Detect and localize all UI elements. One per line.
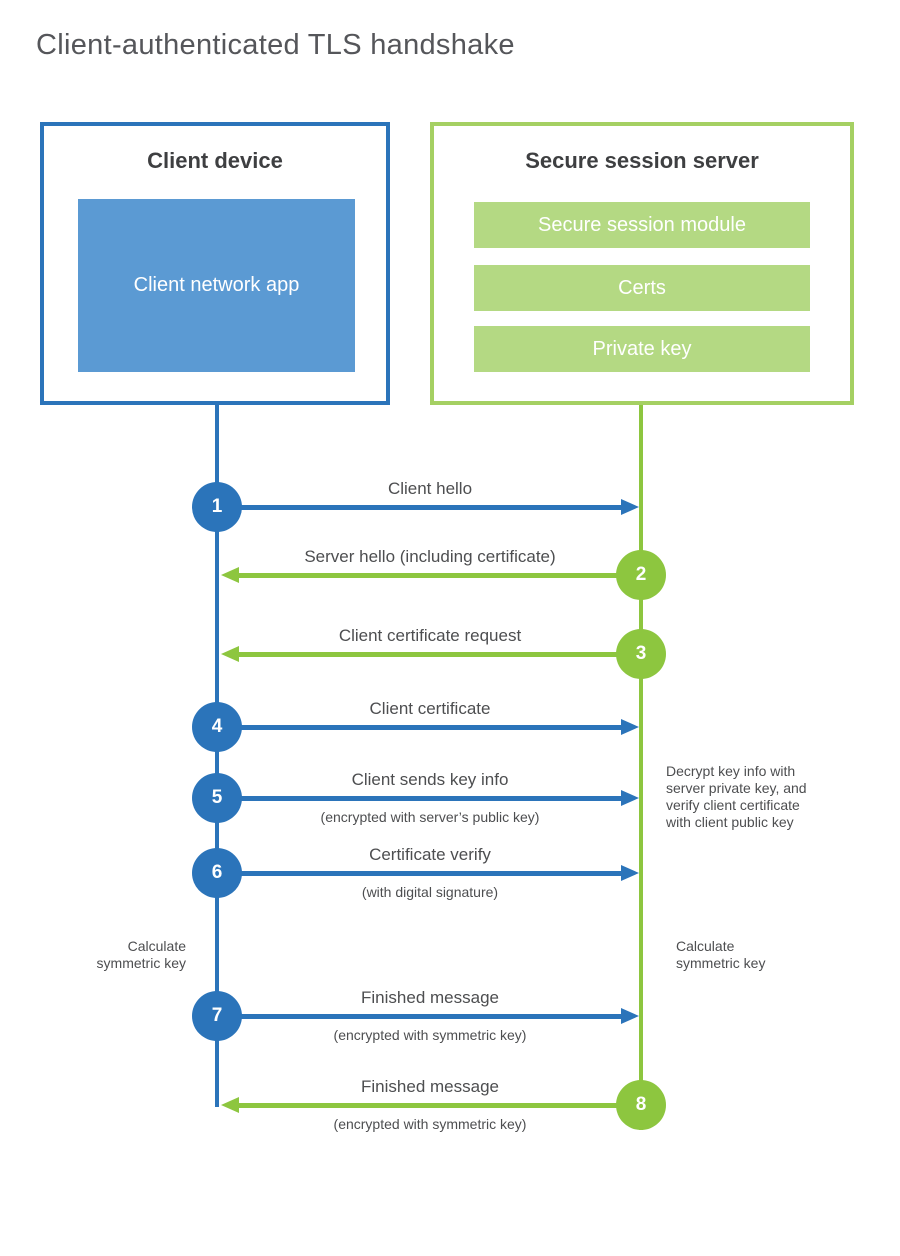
step-circle-2: 2 <box>616 550 666 600</box>
message-sublabel-5: (encrypted with server’s public key) <box>320 809 540 825</box>
step-circle-8: 8 <box>616 1080 666 1130</box>
server-decrypt-note: Decrypt key info with server private key… <box>666 763 807 830</box>
message-label-3: Client certificate request <box>338 626 522 645</box>
arrow-4-head <box>621 719 639 735</box>
arrow-2-shaft <box>239 573 618 578</box>
arrow-7-head <box>621 1008 639 1024</box>
client-device-heading: Client device <box>147 148 283 173</box>
arrow-3-shaft <box>239 652 618 657</box>
step-circle-5: 5 <box>192 773 242 823</box>
client-network-app-box: Client network app <box>78 199 355 372</box>
arrow-1-head <box>621 499 639 515</box>
arrow-8-shaft <box>239 1103 618 1108</box>
server-module-secure-session: Secure session module <box>474 202 810 248</box>
arrow-6-head <box>621 865 639 881</box>
message-label-7: Finished message <box>361 988 499 1007</box>
step-circle-6: 6 <box>192 848 242 898</box>
arrow-4-shaft <box>240 725 621 730</box>
message-label-8: Finished message <box>361 1077 499 1096</box>
message-sublabel-8: (encrypted with symmetric key) <box>333 1116 527 1132</box>
step-circle-3: 3 <box>616 629 666 679</box>
arrow-8-head <box>221 1097 239 1113</box>
arrow-6-shaft <box>240 871 621 876</box>
arrow-2-head <box>221 567 239 583</box>
step-circle-4: 4 <box>192 702 242 752</box>
message-label-2: Server hello (including certificate) <box>304 547 556 566</box>
step-circle-7: 7 <box>192 991 242 1041</box>
client-calculate-key-note: Calculate symmetric key <box>96 938 186 971</box>
message-label-5: Client sends key info <box>351 770 509 789</box>
arrow-5-head <box>621 790 639 806</box>
server-calculate-key-note: Calculate symmetric key <box>676 938 766 971</box>
server-lifeline <box>639 405 643 1130</box>
server-module-certs: Certs <box>474 265 810 311</box>
step-circle-1: 1 <box>192 482 242 532</box>
message-sublabel-6: (with digital signature) <box>361 884 499 900</box>
message-label-4: Client certificate <box>369 699 491 718</box>
message-sublabel-7: (encrypted with symmetric key) <box>333 1027 527 1043</box>
arrow-3-head <box>221 646 239 662</box>
secure-session-server-heading: Secure session server <box>525 148 759 173</box>
arrow-5-shaft <box>240 796 621 801</box>
client-network-app-label: Client network app <box>133 274 300 296</box>
arrow-7-shaft <box>240 1014 621 1019</box>
client-lifeline <box>215 405 219 1107</box>
page-title: Client-authenticated TLS handshake <box>36 29 515 61</box>
message-label-1: Client hello <box>387 479 473 498</box>
arrow-1-shaft <box>240 505 621 510</box>
message-label-6: Certificate verify <box>369 845 491 864</box>
server-module-private-key: Private key <box>474 326 810 372</box>
